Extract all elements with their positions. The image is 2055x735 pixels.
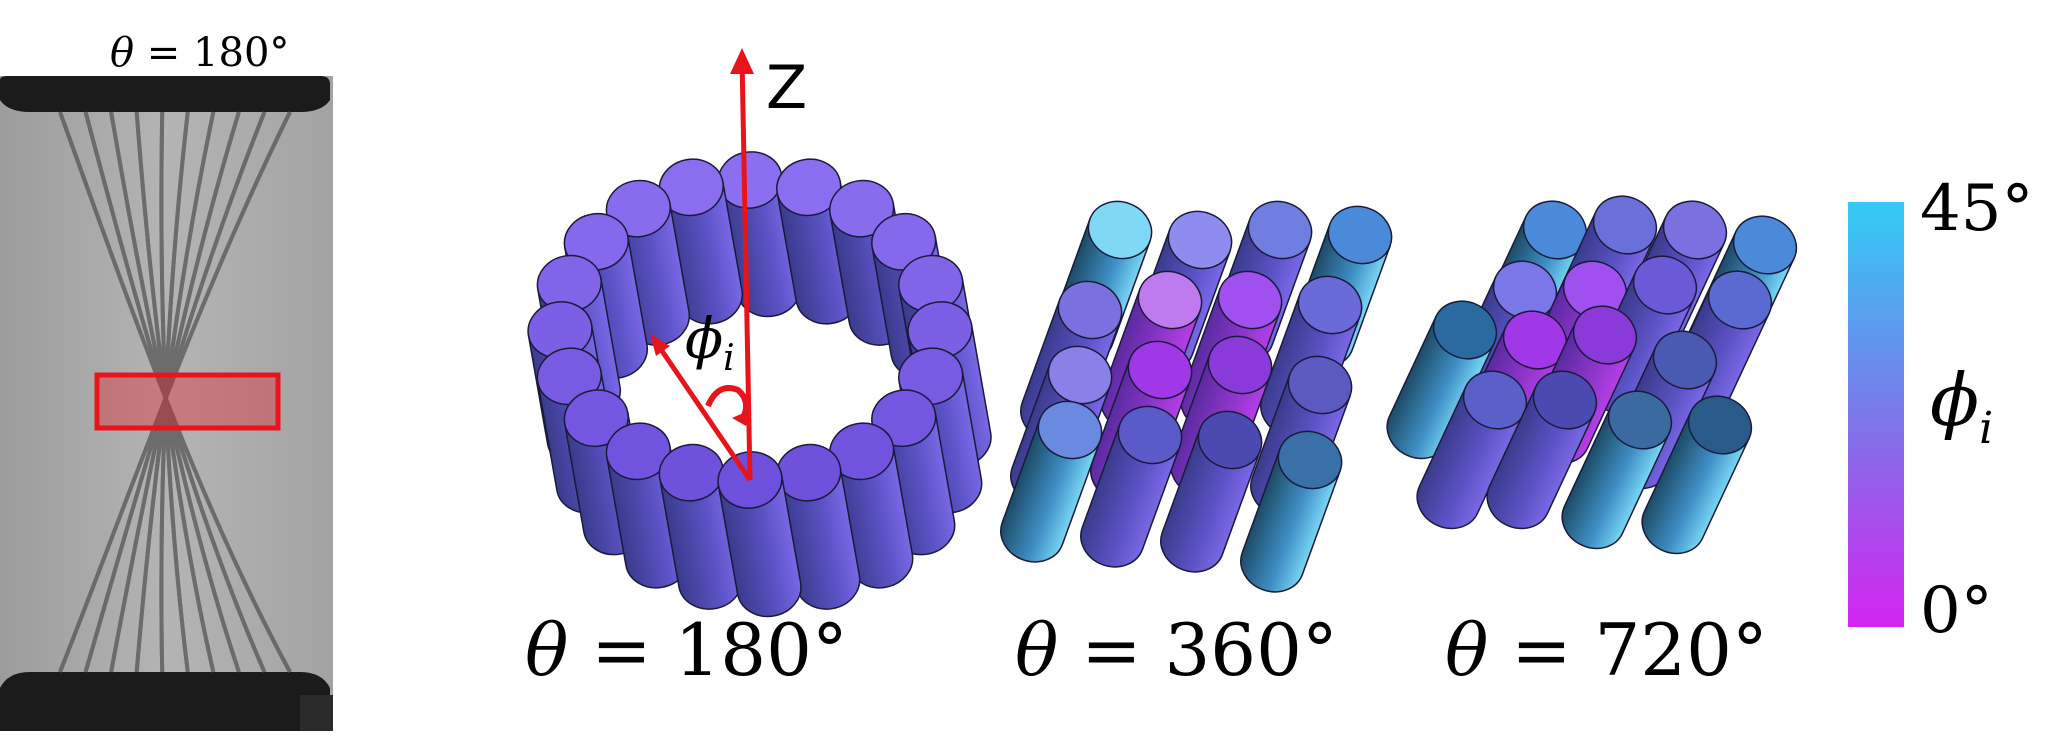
- cylinder: [1240, 430, 1343, 593]
- z-axis-label: Z: [766, 53, 807, 123]
- colorbar-top-label: 45°: [1920, 180, 2033, 246]
- cylinder: [1416, 370, 1528, 530]
- cylinder: [1386, 300, 1498, 460]
- bundle-3-theta-label: θ = 720°: [1445, 608, 1768, 692]
- bundle-theta-360: [1000, 200, 1393, 593]
- colorbar-panel: 45° ϕi 0°: [1820, 172, 2055, 650]
- colorbar: 45° ϕi 0°: [1848, 172, 2033, 648]
- bundle-theta-180: [527, 151, 992, 618]
- twisted-filaments: [58, 111, 292, 673]
- cylinder: [1160, 410, 1263, 573]
- bundle-2-theta-label: θ = 360°: [1015, 608, 1338, 692]
- bottom-clamp-tab: [300, 695, 333, 731]
- bundles-panel: Z ϕi θ = 180° θ = 360° θ = 720°: [480, 30, 1880, 730]
- specimen-photo: θ = 180°: [0, 30, 333, 731]
- rotation-arrow: [705, 385, 750, 422]
- colorbar-gradient: [1848, 202, 1904, 627]
- bundle-1-theta-label: θ = 180°: [525, 608, 848, 692]
- photo-theta-label: θ = 180°: [110, 30, 289, 76]
- axis-annotation: Z ϕi: [650, 48, 807, 482]
- phi-label: ϕi: [685, 307, 735, 379]
- colorbar-symbol: ϕi: [1930, 358, 1993, 454]
- highlight-box: [94, 372, 281, 431]
- z-axis-arrowhead: [730, 48, 754, 74]
- bundle-theta-720: [1386, 195, 1798, 555]
- phi-arrowhead: [650, 334, 670, 356]
- filament: [58, 111, 292, 673]
- cylinder: [1561, 390, 1673, 550]
- bundles-diagram: Z ϕi θ = 180° θ = 360° θ = 720°: [525, 48, 1798, 692]
- cylinder: [1641, 395, 1753, 555]
- phi-arrow: [657, 346, 753, 482]
- cylinder: [1486, 370, 1598, 530]
- cylinder: [1000, 400, 1103, 563]
- cylinder: [717, 451, 802, 618]
- colorbar-bottom-label: 0°: [1920, 574, 1993, 648]
- specimen-photo-panel: θ = 180°: [0, 0, 333, 731]
- bottom-clamp: [0, 672, 330, 731]
- rotation-arrowhead: [732, 410, 750, 426]
- cylinder: [1080, 405, 1183, 568]
- top-clamp: [0, 76, 330, 112]
